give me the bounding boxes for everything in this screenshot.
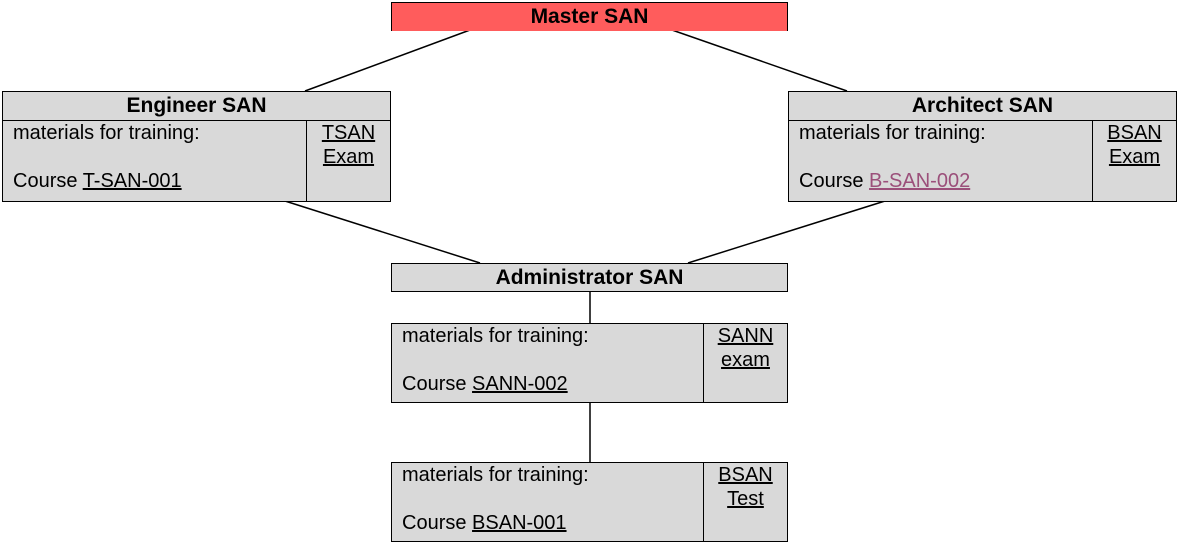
level1-course-link[interactable]: SANN-002 (472, 373, 568, 395)
connector-master-architect (671, 29, 848, 92)
master-san-box: Master SAN (391, 2, 788, 31)
architect-materials-label: materials for training: (799, 122, 986, 144)
engineer-course-link[interactable]: T-SAN-001 (82, 170, 182, 192)
master-san-title: Master SAN (392, 3, 787, 31)
engineer-exam-line2: Exam (322, 146, 375, 168)
level1-exam-link[interactable]: SANN exam (703, 324, 787, 402)
level2-exam-line1: BSAN (718, 464, 773, 486)
architect-course-link[interactable]: B-SAN-002 (869, 170, 971, 192)
level1-materials: materials for training: Course SANN-002 (392, 324, 703, 402)
engineer-materials-label: materials for training: (13, 122, 200, 144)
level1-materials-label: materials for training: (402, 325, 589, 347)
engineer-san-title: Engineer SAN (126, 94, 267, 117)
architect-course-prefix: Course (799, 170, 864, 192)
architect-exam-link[interactable]: BSAN Exam (1092, 121, 1176, 201)
architect-san-title: Architect SAN (911, 94, 1054, 117)
level2-exam-link[interactable]: BSAN Test (703, 463, 787, 541)
connector-engineer-administrator (284, 200, 481, 264)
connector-master-engineer (304, 29, 471, 92)
level2-exam-line2: Test (727, 488, 764, 510)
engineer-materials: materials for training: Course T-SAN-001 (3, 121, 306, 201)
administrator-level2-box: materials for training: Course BSAN-001 … (391, 462, 788, 542)
administrator-san-box: Administrator SAN (391, 263, 788, 292)
administrator-level1-box: materials for training: Course SANN-002 … (391, 323, 788, 403)
architect-san-box: Architect SAN materials for training: Co… (788, 91, 1177, 202)
level2-materials: materials for training: Course BSAN-001 (392, 463, 703, 541)
level1-exam-line1: SANN (717, 325, 774, 347)
level2-materials-label: materials for training: (402, 464, 589, 486)
engineer-exam-line1: TSAN (321, 122, 376, 144)
architect-exam-line2: Exam (1108, 146, 1161, 168)
level1-course-prefix: Course (402, 373, 467, 395)
connector-architect-administrator (687, 200, 886, 264)
engineer-exam-link[interactable]: TSAN Exam (306, 121, 390, 201)
administrator-san-title: Administrator SAN (495, 266, 684, 289)
level2-course-prefix: Course (402, 512, 467, 534)
level2-course-link[interactable]: BSAN-001 (472, 512, 567, 534)
engineer-course-prefix: Course (13, 170, 78, 192)
architect-exam-line1: BSAN (1107, 122, 1162, 144)
level1-exam-line2: exam (721, 349, 770, 371)
architect-materials: materials for training: Course B-SAN-002 (789, 121, 1092, 201)
engineer-san-box: Engineer SAN materials for training: Cou… (2, 91, 391, 202)
